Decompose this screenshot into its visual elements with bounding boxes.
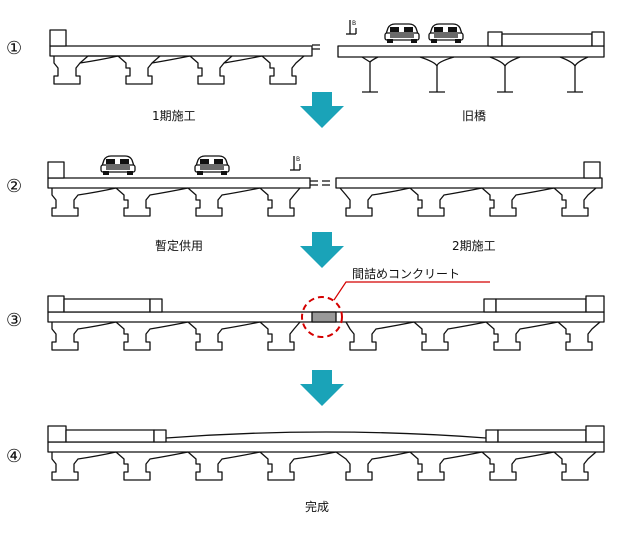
down-arrow-icon xyxy=(300,370,344,406)
stage-3 xyxy=(47,281,605,351)
road-sign-icon xyxy=(289,155,301,171)
step-number-3: ③ xyxy=(6,310,23,331)
parapet xyxy=(49,29,67,47)
label-stage4-center: 完成 xyxy=(305,500,330,514)
down-arrow-icon xyxy=(300,232,344,268)
old-bridge xyxy=(337,31,605,93)
car-icon xyxy=(194,155,230,176)
car-icon xyxy=(428,23,464,44)
car-icon xyxy=(100,155,136,176)
step-number-1: ① xyxy=(6,38,23,59)
label-stage2-left: 暫定供用 xyxy=(155,239,204,253)
girders xyxy=(51,187,597,217)
down-arrow-icon xyxy=(300,92,344,128)
girders xyxy=(53,55,305,85)
girders xyxy=(51,451,597,481)
callout-label: 間詰めコンクリート xyxy=(352,267,461,281)
callout-leader xyxy=(333,281,490,301)
stage-4 xyxy=(47,425,605,481)
label-stage2-right: 2期施工 xyxy=(452,239,496,253)
step-number-2: ② xyxy=(6,176,23,197)
step-number-4: ④ xyxy=(6,446,23,467)
car-icon xyxy=(384,23,420,44)
stage-2 xyxy=(47,155,603,217)
stage-1 xyxy=(49,19,605,93)
callout-circle xyxy=(301,296,343,338)
label-stage1-right: 旧橋 xyxy=(462,109,487,123)
label-stage1-left: 1期施工 xyxy=(152,109,196,123)
road-sign-icon xyxy=(345,19,357,35)
new-deck xyxy=(49,45,313,57)
infill-concrete xyxy=(311,311,337,323)
girders xyxy=(51,321,601,351)
